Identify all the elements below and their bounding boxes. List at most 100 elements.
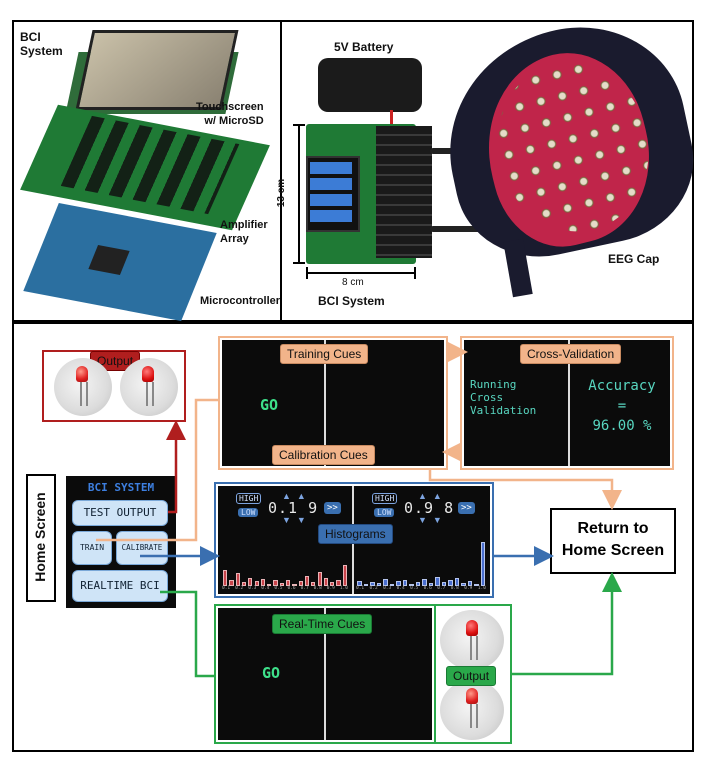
hist-right-tick: 0.3 — [383, 586, 392, 591]
histogram-bar — [409, 584, 414, 586]
hist-right-tick: 0.4 — [396, 586, 405, 591]
histogram-bar — [235, 573, 240, 586]
eeg-cap-label: EEG Cap — [608, 252, 660, 266]
realtime-output-divider — [434, 606, 436, 742]
histogram-bar — [396, 581, 401, 586]
home-screen-title: BCI SYSTEM — [87, 481, 155, 494]
histogram-bar — [454, 577, 459, 586]
histogram-bar — [389, 583, 394, 586]
height-dim-cap-top — [293, 124, 305, 126]
height-dimension-line — [298, 124, 300, 264]
hist-right-high[interactable]: HIGH — [372, 493, 398, 504]
histogram-bar — [474, 583, 479, 586]
connector-output-to-return — [512, 572, 622, 676]
height-dim-cap-bottom — [293, 262, 305, 264]
hist-left-high[interactable]: HIGH — [236, 493, 262, 504]
hist-left-tick: 0.3 — [248, 586, 257, 591]
training-go-text: GO — [260, 396, 279, 414]
histogram-bar — [461, 582, 466, 586]
hist-right-tick: 0.1 — [356, 586, 365, 591]
bci-board-screen-buttons — [310, 162, 352, 222]
histogram-bar — [223, 569, 228, 586]
hist-left-up-arrows[interactable]: ▲▲ — [282, 491, 312, 501]
output-bottom-label: Output — [446, 666, 497, 686]
histogram-bar — [298, 581, 303, 586]
histogram-bar — [317, 572, 322, 586]
histogram-bar — [357, 581, 362, 586]
histogram-bar — [241, 582, 247, 586]
histogram-bar — [248, 577, 253, 586]
bci-system-title: BCI System — [20, 30, 63, 58]
hist-right-tick: 0.6 — [423, 586, 432, 591]
histogram-bar — [323, 577, 329, 586]
home-calibrate-button[interactable]: CALIBRATE — [116, 531, 168, 565]
histogram-bar — [254, 581, 259, 586]
led-on-icon — [440, 610, 504, 670]
hist-left-down-arrows[interactable]: ▼▼ — [282, 515, 312, 525]
battery — [318, 58, 422, 112]
home-test-output-button[interactable]: TEST OUTPUT — [72, 500, 168, 526]
hist-left-tick: 0.6 — [287, 586, 296, 591]
home-screen-label-box — [26, 474, 56, 602]
hist-right-up-arrows[interactable]: ▲▲ — [418, 491, 448, 501]
hist-right-low[interactable]: LOW — [374, 508, 395, 517]
hist-left-value: 0.1 9 — [268, 499, 319, 517]
histogram-bar — [422, 579, 427, 586]
hist-left-tick: 0.2 — [235, 586, 244, 591]
width-dim-cap-right — [414, 267, 416, 279]
bottom-panel — [12, 322, 694, 752]
crossval-accuracy-text: Accuracy = 96.00 % — [588, 378, 656, 434]
histogram-bar — [480, 542, 485, 586]
histogram-right-chart — [356, 540, 486, 586]
led-off-icon — [54, 358, 112, 416]
hist-left-next-button[interactable]: >> — [324, 502, 341, 514]
histogram-bar — [286, 579, 291, 586]
crossval-running-text: Running Cross Validation — [470, 378, 537, 417]
home-realtime-button[interactable]: REALTIME BCI — [72, 570, 168, 602]
histogram-bar — [336, 580, 341, 586]
hist-right-tick: 0.9 — [464, 586, 473, 591]
training-cues-label: Training Cues — [280, 344, 369, 364]
top-right-panel — [280, 20, 694, 322]
hist-left-tick: 0.7 — [300, 586, 309, 591]
training-box — [218, 336, 448, 470]
realtime-box — [214, 604, 512, 744]
histogram-bar — [428, 583, 433, 586]
realtime-divider — [324, 608, 326, 740]
histogram-bar — [370, 582, 375, 586]
width-dimension-line — [306, 272, 416, 274]
hist-right-tick: 0.7 — [437, 586, 446, 591]
crossval-box — [460, 336, 674, 470]
histogram-bar — [363, 584, 368, 586]
amplifier-label: Amplifier Array — [220, 219, 268, 245]
histogram-bar — [342, 565, 347, 586]
histogram-bar — [292, 583, 297, 586]
hist-left-tick: 0.8 — [313, 586, 322, 591]
histogram-bar — [383, 578, 388, 586]
microcontroller-label: Microcontroller — [200, 295, 281, 307]
led-on-icon — [120, 358, 178, 416]
histogram-bar — [330, 581, 335, 586]
hist-left-low[interactable]: LOW — [238, 508, 259, 517]
hist-right-next-button[interactable]: >> — [458, 502, 475, 514]
hist-right-tick: 0.5 — [410, 586, 419, 591]
hist-left-tick: 1.0 — [339, 586, 348, 591]
electrode-cable-2 — [430, 226, 490, 232]
home-train-button[interactable]: TRAIN — [72, 531, 112, 565]
connector-realtime — [160, 590, 214, 678]
crossval-divider — [568, 340, 570, 466]
crossval-label: Cross-Validation — [520, 344, 622, 364]
realtime-go-text: GO — [262, 664, 281, 682]
hist-right-tick: 0.2 — [369, 586, 378, 591]
hist-right-tick: 1.0 — [477, 586, 486, 591]
histograms-label: Histograms — [318, 524, 393, 544]
hist-right-value: 0.9 8 — [404, 499, 455, 517]
touchscreen-label: Touchscreen w/ MicroSD — [196, 101, 264, 127]
hist-right-down-arrows[interactable]: ▼▼ — [418, 515, 448, 525]
bci-board-connectors — [376, 126, 432, 258]
histogram-left-chart — [222, 540, 348, 586]
realtime-cues-label: Real-Time Cues — [272, 614, 373, 634]
